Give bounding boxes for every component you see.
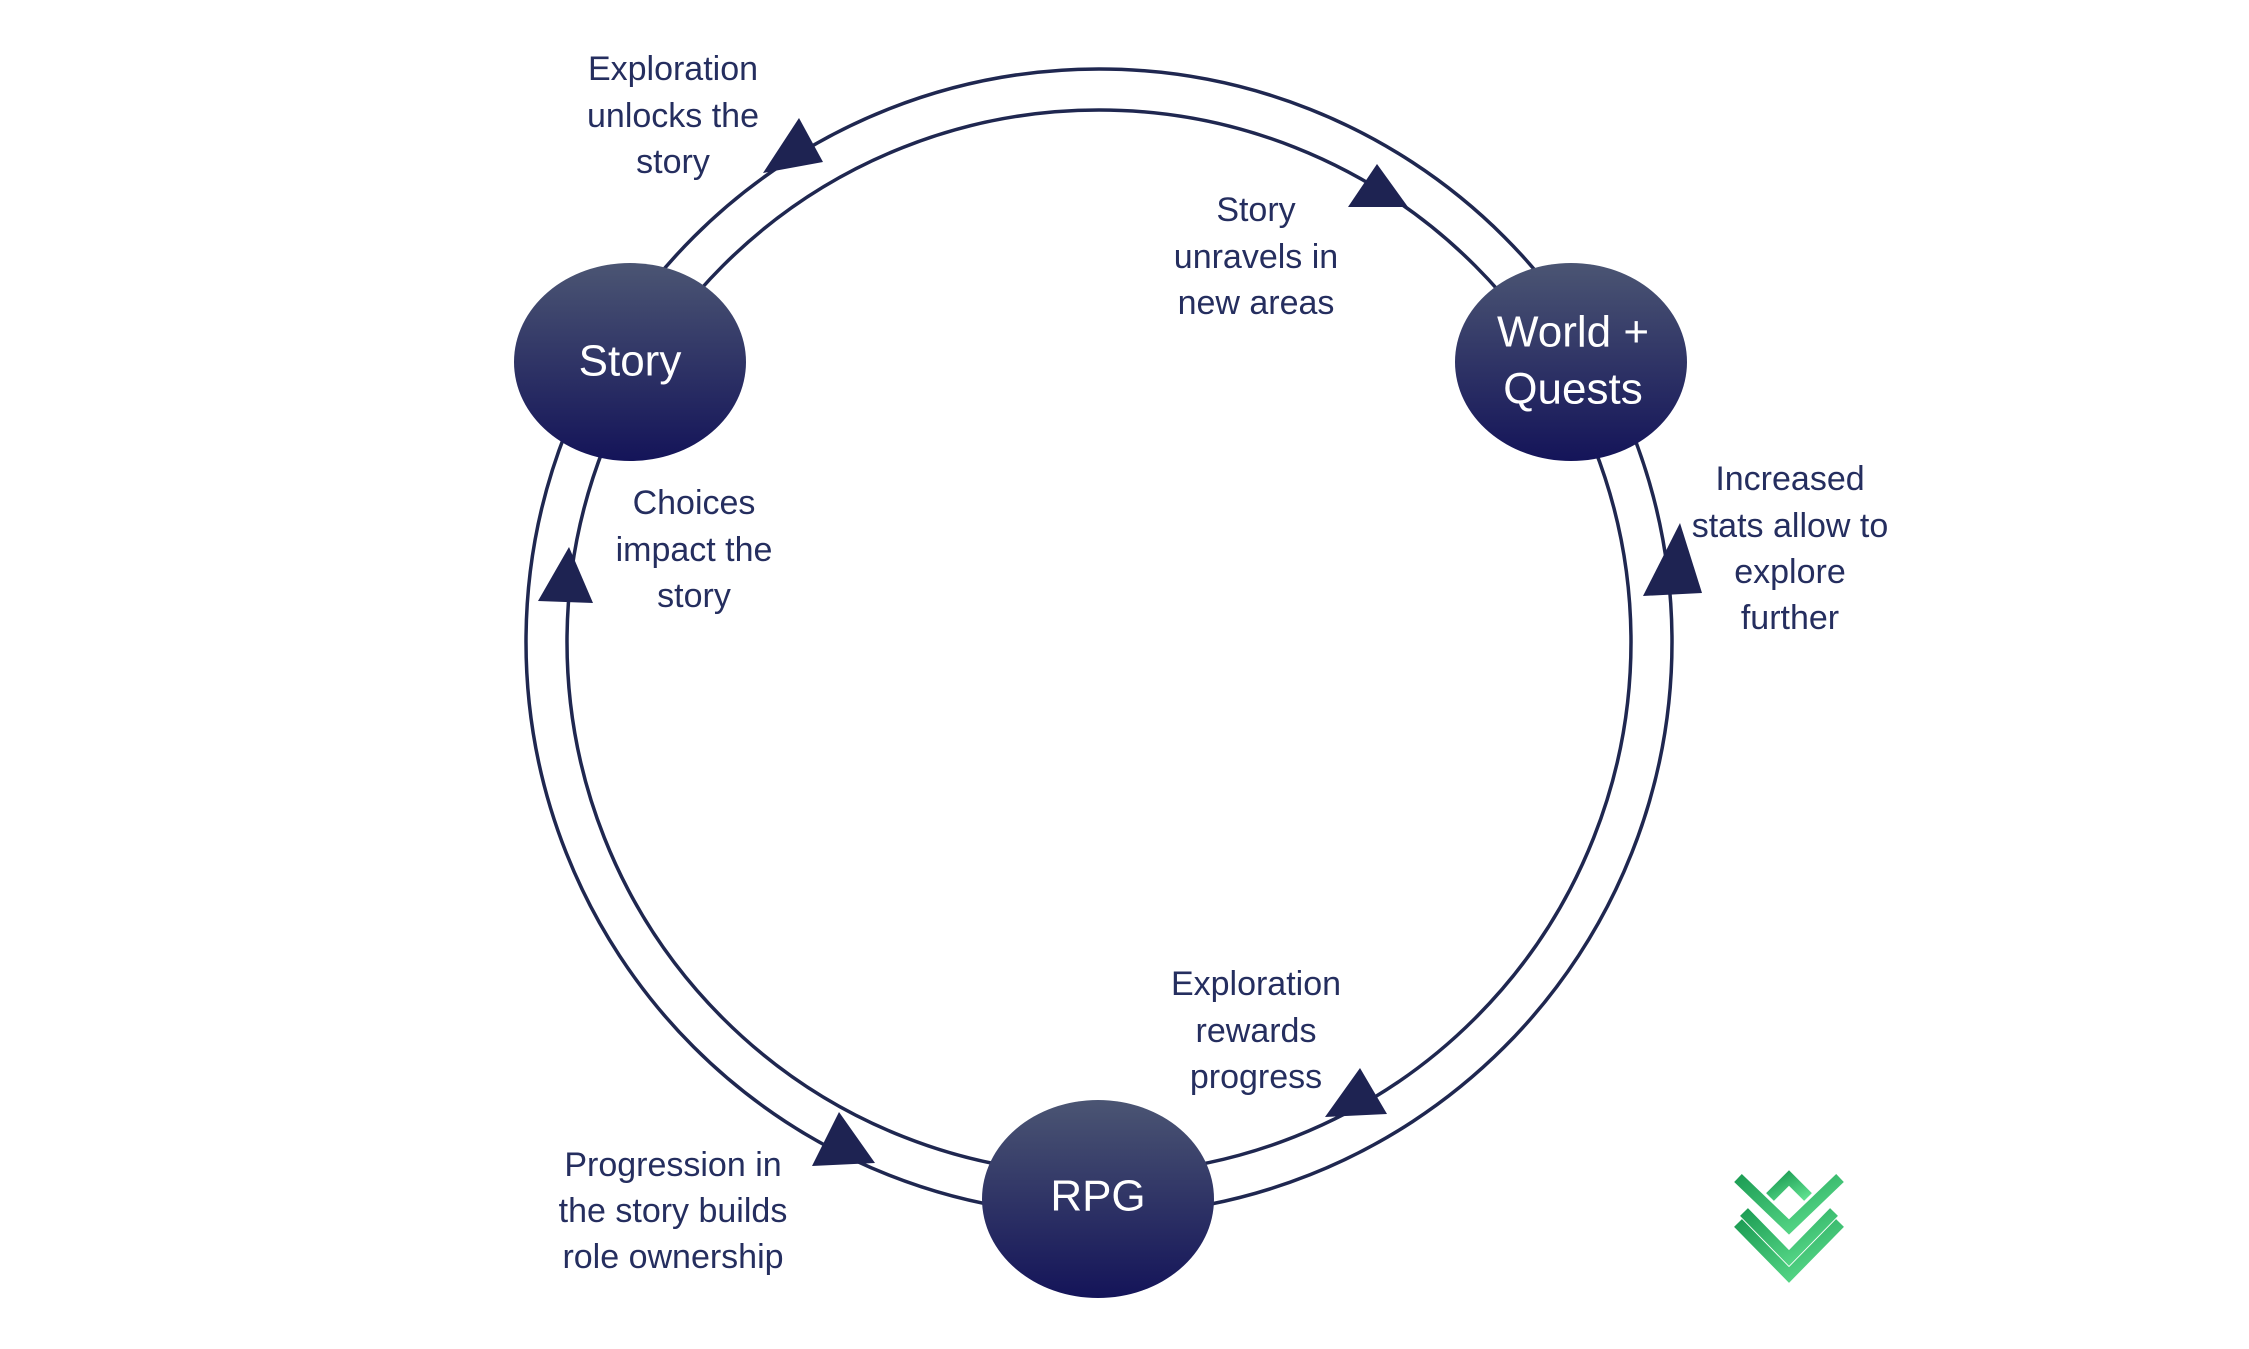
label-line: unravels in	[1174, 238, 1338, 276]
label-line: explore	[1734, 553, 1846, 591]
label-line: impact the	[616, 531, 773, 569]
outer-loop-ring	[524, 67, 1674, 1217]
label-line: Story	[1216, 191, 1295, 229]
label-increased-stats: Increased stats allow to explore further	[1692, 460, 1889, 637]
node-rpg-label: RPG	[1050, 1172, 1145, 1221]
arrow-choices-impact	[538, 547, 593, 603]
label-line: story	[636, 143, 710, 181]
label-progression-builds: Progression in the story builds role own…	[559, 1146, 788, 1276]
label-line: Progression in	[564, 1146, 781, 1184]
node-world-quests: World + Quests	[1455, 263, 1687, 461]
label-line: further	[1741, 599, 1839, 637]
label-line: Exploration	[588, 50, 758, 88]
label-line: stats allow to	[1692, 507, 1889, 545]
label-line: Exploration	[1171, 965, 1341, 1003]
label-story-unravels: Story unravels in new areas	[1174, 191, 1338, 322]
label-line: progress	[1190, 1058, 1322, 1096]
label-line: Choices	[633, 484, 756, 522]
inner-loop-ring	[565, 108, 1633, 1176]
label-choices-impact: Choices impact the story	[616, 484, 773, 615]
arrow-story-unravels	[1348, 164, 1408, 207]
arrow-increased-stats	[1643, 523, 1702, 596]
node-story-label: Story	[579, 337, 682, 386]
node-story: Story	[514, 263, 746, 461]
node-world-label-line2: Quests	[1503, 365, 1642, 414]
arrow-exploration-unlocks	[763, 118, 823, 173]
arrow-progression-builds	[812, 1112, 875, 1166]
label-line: Increased	[1715, 460, 1864, 498]
chevron-stack-logo-icon	[1734, 1170, 1844, 1283]
arrow-exploration-rewards	[1325, 1068, 1387, 1117]
label-line: rewards	[1196, 1012, 1317, 1050]
node-rpg: RPG	[982, 1100, 1214, 1298]
label-exploration-unlocks: Exploration unlocks the story	[587, 50, 759, 181]
label-line: story	[657, 577, 731, 615]
label-line: the story builds	[559, 1192, 788, 1230]
label-line: new areas	[1178, 284, 1335, 322]
node-world-label-line1: World +	[1497, 308, 1649, 357]
label-line: role ownership	[562, 1238, 783, 1276]
label-line: unlocks the	[587, 97, 759, 135]
label-exploration-rewards: Exploration rewards progress	[1171, 965, 1341, 1096]
